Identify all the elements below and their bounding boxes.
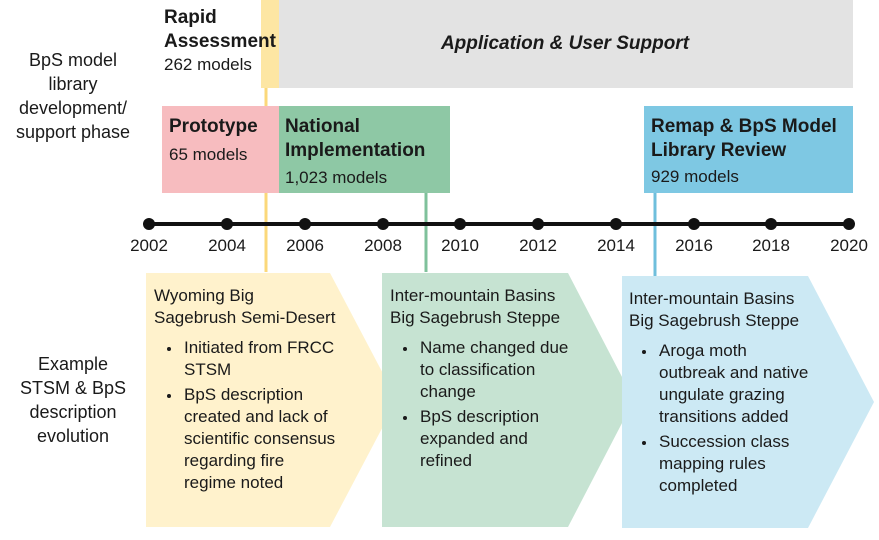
evolution-bullet-list: Name changed due to classification chang… [390, 337, 610, 472]
evolution-label-line: STSM & BpS [19, 378, 127, 398]
year-label: 2008 [364, 236, 402, 255]
bullet-line: STSM [184, 360, 232, 379]
remap-title-line: Remap & BpS Model [651, 116, 837, 137]
evolution-title-line: Sagebrush Semi-Desert [154, 308, 336, 327]
timeline-dot [765, 218, 777, 230]
timeline-dot [688, 218, 700, 230]
bullet-line: transitions added [659, 407, 789, 426]
bullet-line: BpS description [420, 407, 540, 426]
evolution-2-text: Inter-mountain Basins Big Sagebrush Step… [390, 285, 610, 475]
bullet-line: BpS description [184, 385, 304, 404]
year-label: 2006 [286, 236, 324, 255]
evolution-arrow-2 [382, 273, 634, 527]
remap-title-line: Library Review [651, 140, 787, 161]
year-label: 2004 [208, 236, 246, 255]
year-label: 2016 [675, 236, 713, 255]
phase-label-line: support phase [15, 122, 131, 142]
rapid-title-line: Assessment [164, 31, 276, 52]
rapid-assessment-label: Rapid Assessment 262 models [164, 6, 276, 76]
evolution-arrow-3 [622, 276, 874, 528]
evolution-bullet: BpS description created and lack of scie… [182, 384, 374, 494]
evolution-bullet: BpS description expanded and refined [418, 406, 610, 472]
rapid-assessment-bar [261, 0, 279, 88]
evolution-label-line: Example [37, 354, 109, 374]
bullet-line: created and lack of [184, 407, 328, 426]
year-label: 2002 [130, 236, 168, 255]
prototype-label: Prototype 65 models [169, 115, 258, 166]
prototype-count: 65 models [169, 145, 248, 164]
bullet-line: completed [659, 476, 738, 495]
evolution-title-line: Big Sagebrush Steppe [629, 311, 800, 330]
bullet-line: regarding fire [184, 451, 285, 470]
evolution-bullet: Name changed due to classification chang… [418, 337, 610, 403]
timeline-dot [143, 218, 155, 230]
evolution-bullet-list: Aroga moth outbreak and native ungulate … [629, 340, 849, 497]
evolution-label-line: description [29, 402, 117, 422]
timeline-dot [610, 218, 622, 230]
year-label: 2012 [519, 236, 557, 255]
year-label: 2010 [441, 236, 479, 255]
bullet-line: scientific consensus [184, 429, 336, 448]
application-support-bar [277, 0, 853, 88]
timeline-dot [532, 218, 544, 230]
evolution-bullet: Succession class mapping rules completed [657, 431, 849, 497]
bullet-line: outbreak and native [659, 363, 809, 382]
evolution-bullet: Aroga moth outbreak and native ungulate … [657, 340, 849, 428]
bullet-line: Initiated from FRCC [184, 338, 335, 357]
remap-review-box [644, 106, 853, 193]
prototype-title: Prototype [169, 116, 258, 137]
national-implementation-box [279, 106, 450, 193]
phase-side-label: BpS model library development/ support p… [0, 48, 146, 144]
phase-label-line: development/ [18, 98, 128, 118]
bullet-line: ungulate grazing [659, 385, 785, 404]
national-label: National Implementation 1,023 models [285, 115, 425, 189]
evolution-3-text: Inter-mountain Basins Big Sagebrush Step… [629, 288, 849, 500]
year-label: 2018 [752, 236, 790, 255]
evolution-title-line: Wyoming Big [154, 286, 254, 305]
evolution-1-text: Wyoming Big Sagebrush Semi-Desert Initia… [154, 285, 374, 497]
application-support-label: Application & User Support [440, 33, 690, 54]
evolution-bullet: Initiated from FRCC STSM [182, 337, 374, 381]
timeline-dot [454, 218, 466, 230]
bullet-line: change [420, 382, 476, 401]
bullet-line: Succession class [659, 432, 790, 451]
evolution-title-line: Inter-mountain Basins [390, 286, 556, 305]
evolution-arrow-1 [146, 273, 397, 527]
phase-label-line: library [48, 74, 98, 94]
evolution-side-label: Example STSM & BpS description evolution [0, 352, 146, 448]
remap-count: 929 models [651, 167, 739, 186]
phase-label-line: BpS model [28, 50, 118, 70]
timeline-dot [221, 218, 233, 230]
national-title-line: Implementation [285, 140, 426, 161]
bullet-line: Name changed due [420, 338, 569, 357]
evolution-title-line: Big Sagebrush Steppe [390, 308, 561, 327]
evolution-label-line: evolution [36, 426, 110, 446]
year-label: 2020 [830, 236, 868, 255]
national-title-line: National [285, 116, 360, 137]
bullet-line: regime noted [184, 473, 284, 492]
timeline-dot [377, 218, 389, 230]
bullet-line: to classification [420, 360, 536, 379]
bullet-line: refined [420, 451, 472, 470]
timeline-dot [299, 218, 311, 230]
bullet-line: Aroga moth [659, 341, 747, 360]
rapid-count: 262 models [164, 55, 252, 74]
prototype-box [162, 106, 279, 193]
bullet-line: mapping rules [659, 454, 766, 473]
national-count: 1,023 models [285, 168, 388, 187]
remap-label: Remap & BpS Model Library Review 929 mod… [651, 115, 837, 188]
evolution-title-line: Inter-mountain Basins [629, 289, 795, 308]
year-label: 2014 [597, 236, 635, 255]
evolution-bullet-list: Initiated from FRCC STSM BpS description… [154, 337, 374, 494]
timeline-dot [843, 218, 855, 230]
bullet-line: expanded and [420, 429, 528, 448]
rapid-title-line: Rapid [164, 7, 217, 28]
